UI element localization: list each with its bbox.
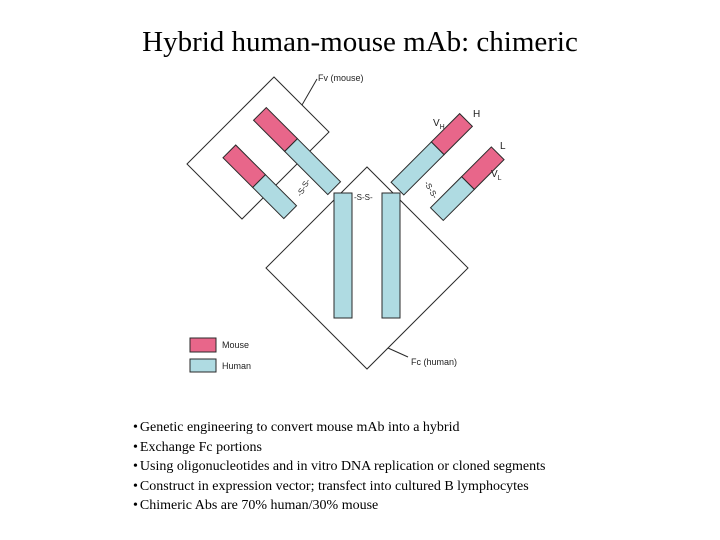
legend-swatch-human (189, 358, 217, 373)
hinge-disulfide-label: -S-S- (354, 193, 373, 202)
heavy-chain-stem-left (333, 192, 353, 319)
left-heavy-chain (252, 106, 342, 196)
vh-label: VH (433, 118, 445, 131)
right-light-chain (429, 146, 505, 222)
heavy-chain-stem-right (381, 192, 401, 319)
left-heavy-human-segment (283, 137, 342, 196)
slide-title: Hybrid human-mouse mAb: chimeric (142, 26, 578, 58)
fv-region-outline (186, 76, 330, 220)
bullet-item: Using oligonucleotides and in vitro DNA … (133, 457, 546, 477)
fv-mouse-label: Fv (mouse) (318, 73, 364, 83)
fv-leader-line (301, 78, 318, 106)
fc-human-label: Fc (human) (411, 357, 457, 367)
vl-label: VL (491, 169, 502, 182)
right-disulfide-label: -S-S- (422, 180, 439, 201)
legend-swatch-mouse (189, 337, 217, 353)
fc-leader-line (387, 347, 409, 358)
bullet-list: Genetic engineering to convert mouse mAb… (133, 418, 546, 516)
bullet-item: Construct in expression vector; transfec… (133, 477, 545, 497)
fc-region-outline (265, 166, 469, 370)
bullet-item: Genetic engineering to convert mouse mAb… (133, 418, 545, 438)
bullet-item: Exchange Fc portions (133, 438, 545, 458)
right-heavy-chain (390, 112, 474, 196)
bullet-item: Chimeric Abs are 70% human/30% mouse (133, 496, 545, 516)
left-heavy-mouse-segment (252, 106, 299, 153)
heavy-chain-label: H (473, 109, 480, 120)
right-light-mouse-segment (460, 146, 505, 191)
right-heavy-mouse-segment (430, 112, 474, 156)
legend-label-mouse: Mouse (222, 340, 249, 350)
left-disulfide-label: -S-S- (295, 177, 312, 198)
light-chain-label: L (500, 141, 506, 152)
legend-label-human: Human (222, 361, 251, 371)
left-light-chain (222, 144, 298, 220)
left-light-mouse-segment (222, 144, 267, 189)
right-heavy-human-segment (390, 141, 445, 196)
